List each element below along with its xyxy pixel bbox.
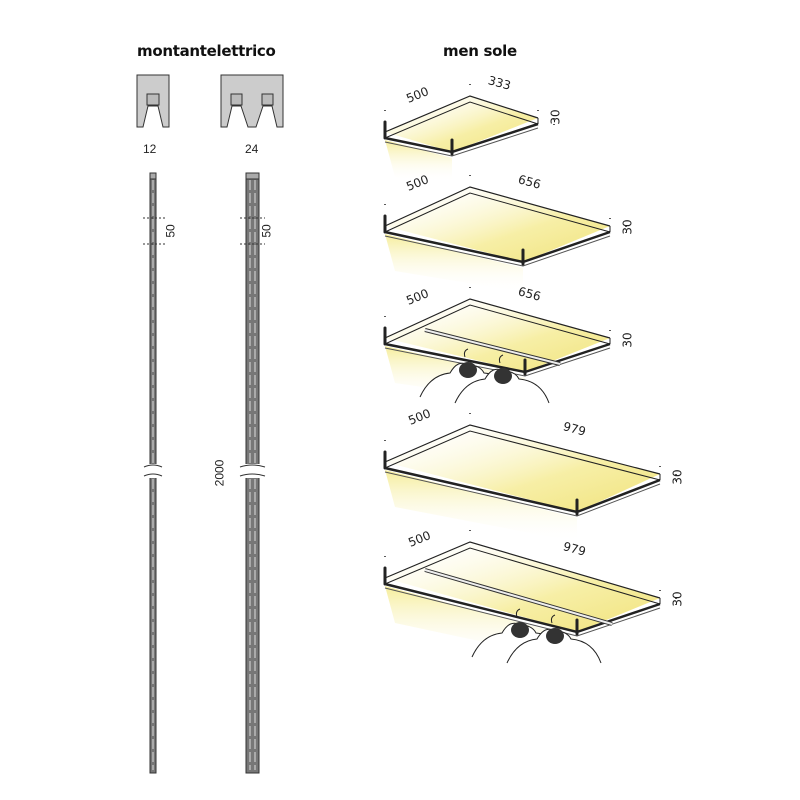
upright-24 (239, 172, 266, 774)
shelf-thickness-label: 30 (670, 469, 685, 485)
upright-height-label: 2000 (212, 459, 227, 487)
shelf-4 (383, 413, 677, 542)
shelf-thickness-label: 30 (620, 332, 635, 348)
bracket-icon (383, 450, 579, 516)
bracket-icon (383, 326, 527, 376)
light-glow (385, 234, 523, 292)
hanger-rail (419, 328, 561, 404)
garment-icon (454, 354, 550, 404)
upright-12-width-label: 12 (143, 142, 157, 156)
shelf-thickness-label: 30 (670, 591, 685, 607)
upright-24-width-label: 24 (245, 142, 259, 156)
uprights-heading: montantelettrico (137, 42, 276, 60)
shelf-panel (385, 542, 660, 632)
upright-24-pitch-label: 50 (259, 224, 274, 238)
shelf-2 (383, 175, 627, 292)
hanger-rail (424, 568, 613, 664)
light-glow (385, 140, 452, 182)
shelf-panel (385, 425, 660, 512)
light-glow (385, 470, 577, 542)
shelf-1 (383, 84, 555, 182)
bracket-icon (383, 214, 525, 266)
shelf-thickness-label: 30 (620, 219, 635, 235)
bracket-icon (383, 120, 454, 156)
upright-12-pitch-label: 50 (163, 224, 178, 238)
upright-12-section (136, 74, 170, 128)
shelf-3 (383, 287, 627, 404)
upright-12 (143, 172, 166, 774)
bracket-icon (383, 566, 579, 636)
shelf-thickness-label: 30 (548, 109, 563, 125)
upright-24-section (220, 74, 284, 128)
garment-icon (506, 614, 602, 664)
shelf-panel (385, 96, 538, 152)
shelf-panel (385, 299, 610, 372)
shelves-heading: men sole (443, 42, 517, 60)
shelf-5 (383, 530, 677, 664)
